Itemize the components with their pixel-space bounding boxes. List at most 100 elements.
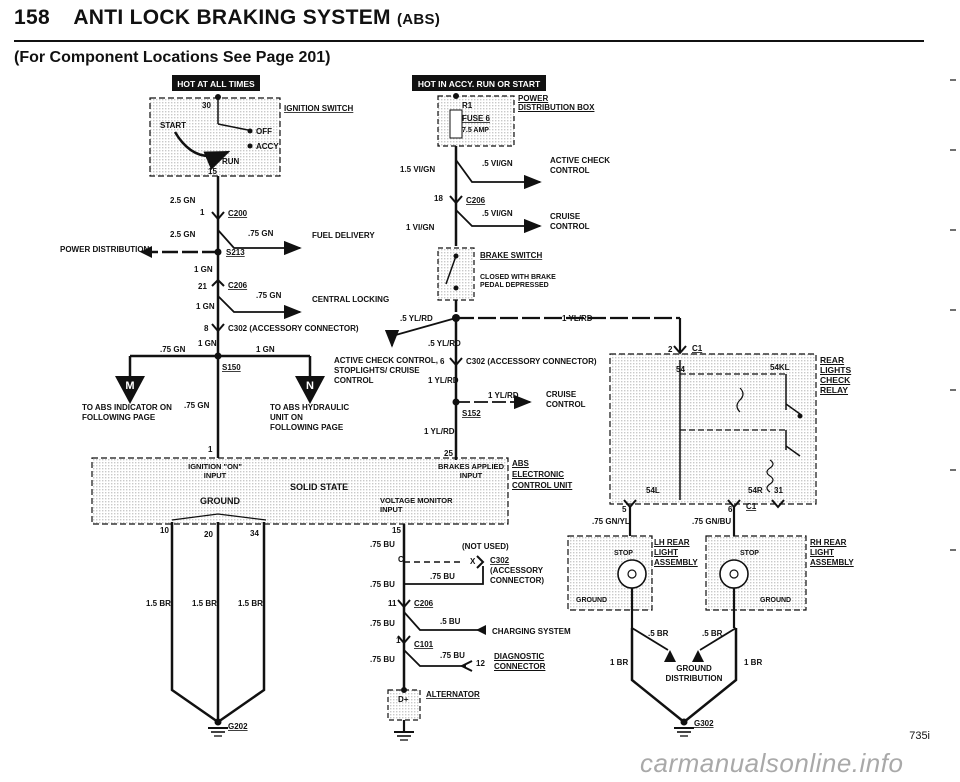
sw-accy: ACCY: [256, 142, 279, 151]
stop-l: STOP: [614, 550, 633, 557]
k31: 31: [774, 486, 783, 495]
w-5br-l: .5 BR: [648, 629, 669, 638]
gn-trunk: 2.5 GN 1 C200 2.5 GN .75 GN FUEL DELIVER…: [60, 176, 389, 460]
c101: C101: [414, 640, 434, 649]
abs-ecu-label: ABS ELECTRONIC CONTROL UNIT: [512, 459, 573, 490]
page-title-abbr: (ABS): [397, 11, 441, 28]
ground-l: GROUND: [576, 597, 607, 604]
abs-control-unit: IGNITION "ON" INPUT SOLID STATE GROUND V…: [91, 457, 573, 525]
amp75: 7.5 AMP: [462, 127, 489, 134]
to-abs-hydraulic: TO ABS HYDRAULIC UNIT ON FOLLOWING PAGE: [270, 403, 350, 432]
cruise-control-top: CRUISE CONTROL: [550, 212, 590, 231]
w-1vign: 1 VI/GN: [406, 223, 435, 232]
w-5bu: .5 BU: [440, 617, 461, 626]
w-1gn-c: 1 GN: [198, 339, 217, 348]
sw-15: 15: [208, 167, 217, 176]
c200: C200: [228, 209, 248, 218]
vign-trunk: 1.5 VI/GN .5 VI/GN ACTIVE CHECK CONTROL …: [400, 146, 611, 246]
w-75bu-a: .75 BU: [370, 540, 395, 549]
k5: 5: [622, 505, 627, 514]
power-distribution-left: POWER DISTRIBUTION: [60, 245, 150, 254]
not-used: (NOT USED): [462, 542, 509, 551]
sw-30: 30: [202, 101, 211, 110]
s150: S150: [222, 363, 241, 372]
m-letter: M: [125, 380, 134, 392]
alternator: ALTERNATOR: [426, 690, 480, 699]
ignition-switch-label: IGNITION SWITCH: [284, 104, 354, 113]
w-1ylrd-a: 1 YL/RD: [428, 376, 459, 385]
c1-top: C1: [692, 344, 703, 353]
power-distribution-box-label: POWER DISTRIBUTION BOX: [518, 94, 595, 112]
diagnostic-connector: DIAGNOSTIC CONNECTOR: [494, 652, 546, 671]
pin-8: 8: [204, 324, 209, 333]
c302-left: C302 (ACCESSORY CONNECTOR): [228, 324, 359, 333]
banner-hot-at-all-times: HOT AT ALL TIMES: [172, 75, 260, 91]
page-number: 158: [14, 6, 50, 29]
sw-off: OFF: [256, 127, 272, 136]
n-letter: N: [306, 380, 314, 392]
active-check-control: ACTIVE CHECK CONTROL: [550, 156, 611, 175]
w-25gn-1: 2.5 GN: [170, 196, 196, 205]
w-75bu-c: .75 BU: [370, 619, 395, 628]
w-75bu-x: .75 BU: [430, 572, 455, 581]
w-5vign-a: .5 VI/GN: [482, 159, 513, 168]
brakes-applied: BRAKES APPLIED INPUT: [438, 462, 504, 480]
pin-15: 15: [392, 526, 401, 535]
voltage-monitor: VOLTAGE MONITOR INPUT: [380, 496, 453, 514]
w-5ylrd-a: .5 YL/RD: [400, 314, 433, 323]
c206-left: C206: [228, 281, 248, 290]
w-15br-3: 1.5 BR: [238, 599, 263, 608]
w-75gn-cl: .75 GN: [256, 291, 282, 300]
g202: G202: [228, 722, 248, 731]
k54l: 54L: [646, 486, 660, 495]
r1: R1: [462, 101, 473, 110]
banner-hot-in-accy: HOT IN ACCY. RUN OR START: [412, 75, 546, 91]
w-75gn-fuel: .75 GN: [248, 229, 274, 238]
sw-run: RUN: [222, 157, 240, 166]
c302-mid: C302 (ACCESSORY CONNECTOR): [466, 357, 597, 366]
page-subtitle: (For Component Locations See Page 201): [14, 49, 331, 66]
active-check-stop: ACTIVE CHECK CONTROL, STOPLIGHTS/ CRUISE…: [334, 356, 438, 385]
w-75gnyl: .75 GN/YL: [592, 517, 630, 526]
pin-2: 2: [668, 345, 673, 354]
banner-text-hot-in-accy: HOT IN ACCY. RUN OR START: [418, 79, 541, 89]
ground-ecu: GROUND: [200, 496, 240, 506]
stop-r: STOP: [740, 550, 759, 557]
g302: G302: [694, 719, 714, 728]
watermark: carmanualsonline.info: [640, 748, 904, 778]
w-75bu-b: .75 BU: [370, 580, 395, 589]
banner-text-hot-at-all-times: HOT AT ALL TIMES: [177, 79, 255, 89]
rear-lights-label: REAR LIGHTS CHECK RELAY: [820, 355, 852, 395]
w-15vign: 1.5 VI/GN: [400, 165, 435, 174]
w-15br-2: 1.5 BR: [192, 599, 217, 608]
w-1ylrd-c: 1 YL/RD: [424, 427, 455, 436]
pin-1c: 1: [396, 636, 401, 645]
ground-distribution: GROUND DISTRIBUTION: [665, 664, 723, 683]
accessory-connector: (ACCESSORY CONNECTOR): [490, 566, 545, 585]
rear-light-assemblies: STOP STOP LH REAR LIGHT ASSEMBLY RH REAR…: [567, 535, 854, 737]
c206-mid: C206: [466, 196, 486, 205]
w-1gn-a: 1 GN: [194, 265, 213, 274]
w-75gn-mid: .75 GN: [184, 401, 210, 410]
pin-11: 11: [388, 599, 397, 608]
brake-switch: BRAKE SWITCH CLOSED WITH BRAKE PEDAL DEP…: [437, 247, 556, 312]
w-1br-r: 1 BR: [744, 658, 762, 667]
w-15br-1: 1.5 BR: [146, 599, 171, 608]
s152: S152: [462, 409, 481, 418]
w-75gnbu: .75 GN/BU: [692, 517, 731, 526]
d-plus: D+: [398, 695, 409, 704]
brake-switch-label: BRAKE SWITCH: [480, 251, 542, 260]
k54kl: 54KL: [770, 363, 790, 372]
c302-low: C302: [490, 556, 510, 565]
pin-25: 25: [444, 449, 453, 458]
ignition-switch: 30 START OFF ACCY RUN 15 IGNITION SWITCH: [149, 94, 354, 177]
fuse6: FUSE 6: [462, 114, 491, 123]
c1-bot: C1: [746, 502, 757, 511]
header-rule: [14, 40, 924, 42]
rh-rear-label: RH REAR LIGHT ASSEMBLY: [810, 538, 854, 567]
x-letter: X: [470, 557, 476, 566]
solid-state: SOLID STATE: [290, 482, 348, 492]
w-5vign-b: .5 VI/GN: [482, 209, 513, 218]
w-75gn-m: .75 GN: [160, 345, 186, 354]
